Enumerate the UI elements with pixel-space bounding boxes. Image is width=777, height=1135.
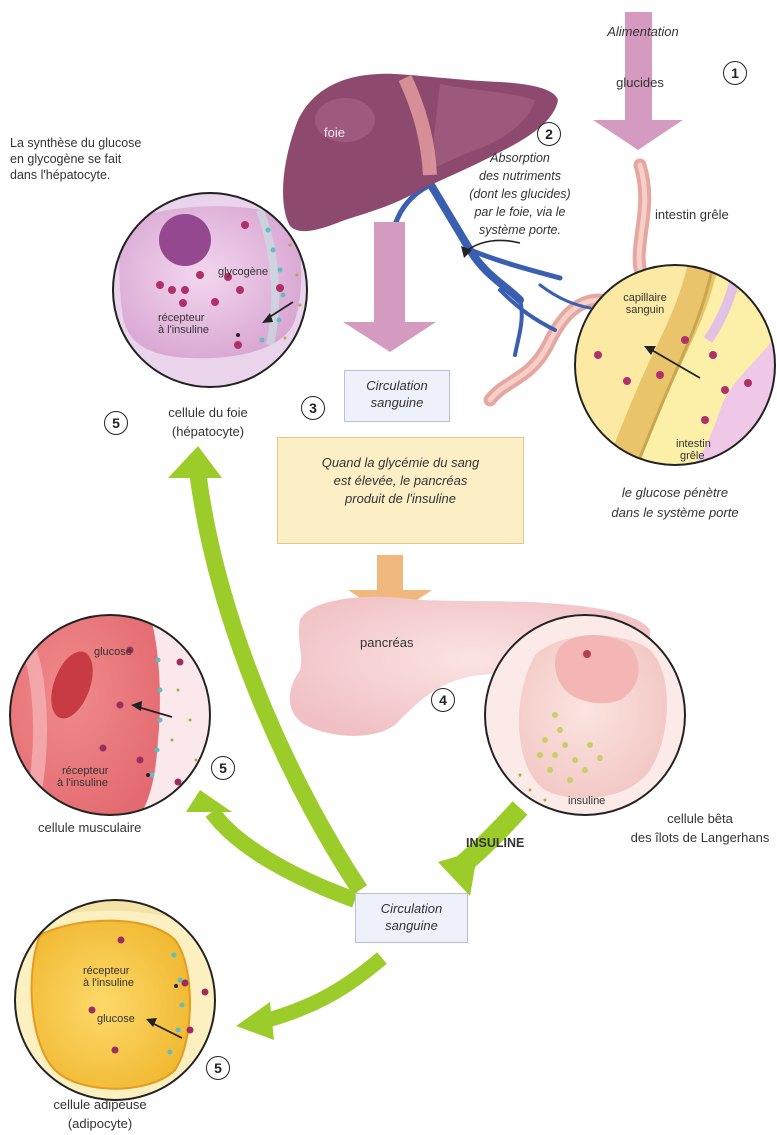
label-cellule-adipeuse-2: (adipocyte) <box>35 1116 165 1132</box>
label-absorption-4: par le foie, via le <box>455 204 585 220</box>
label-absorption-1: Absorption <box>455 150 585 166</box>
label-cellule-musculaire: cellule musculaire <box>38 820 141 836</box>
label-glycogene: glycogène <box>218 266 268 278</box>
beta-cell-zoom <box>485 615 685 815</box>
label-pancreas: pancréas <box>360 635 413 651</box>
glycemie-line-1: Quand la glycémie du sang <box>278 454 523 472</box>
step-3-badge: 3 <box>301 396 325 420</box>
label-insuline-small: insuline <box>568 795 605 807</box>
glycemie-box: Quand la glycémie du sang est élevée, le… <box>277 437 524 544</box>
label-intestin-grele-zoom-2: grêle <box>680 450 704 462</box>
label-cellule-adipeuse-1: cellule adipeuse <box>35 1097 165 1113</box>
label-recepteur-adipo-1: récepteur <box>83 965 129 977</box>
step-5-badge-muscle: 5 <box>211 756 235 780</box>
label-glucose-penetre-1: le glucose pénètre <box>585 485 765 501</box>
intestine-zoom <box>560 255 777 470</box>
label-cellule-beta-1: cellule bêta <box>620 811 777 827</box>
label-glucose-muscle: glucose <box>94 646 132 658</box>
label-absorption-5: système porte. <box>455 222 585 238</box>
adipocyte-zoom <box>15 900 215 1100</box>
label-absorption-3: (dont les glucides) <box>455 186 585 202</box>
label-cellule-foie-2: (hépatocyte) <box>148 424 268 440</box>
muscle-cell-zoom <box>10 615 210 815</box>
circulation-bottom-line-1: Circulation <box>356 900 467 917</box>
label-cellule-beta-2: des îlots de Langerhans <box>620 830 777 846</box>
glycemie-line-3: produit de l'insuline <box>278 490 523 508</box>
liver-cell-zoom <box>110 190 310 390</box>
step-2-badge: 2 <box>537 122 561 146</box>
label-recepteur-muscle-2: à l'insuline <box>57 777 108 789</box>
label-absorption-2: des nutriments <box>455 168 585 184</box>
label-synthese-2: en glycogène se fait <box>10 151 121 167</box>
step-5-badge-liver: 5 <box>104 411 128 435</box>
glycemie-line-2: est élevée, le pancréas <box>278 472 523 490</box>
circulation-bottom-line-2: sanguine <box>356 917 467 934</box>
label-glucides: glucides <box>595 75 685 91</box>
arrow-liver-down <box>343 222 436 352</box>
label-synthese-1: La synthèse du glucose <box>10 135 141 151</box>
label-capillaire-1: capillaire <box>610 292 680 304</box>
label-cellule-foie-1: cellule du foie <box>148 405 268 421</box>
label-alimentation: Alimentation <box>588 24 698 40</box>
label-synthese-3: dans l'hépatocyte. <box>10 167 110 183</box>
label-recepteur-adipo-2: à l'insuline <box>83 977 134 989</box>
label-foie: foie <box>324 125 345 141</box>
label-insuline-arrow: INSULINE <box>466 835 524 851</box>
step-5-badge-adipo: 5 <box>206 1056 230 1080</box>
label-intestin-grele-zoom-1: intestin <box>676 438 711 450</box>
circulation-top-line-1: Circulation <box>345 377 449 394</box>
label-recepteur-foie-1: récepteur <box>158 312 204 324</box>
label-glucose-adipo: glucose <box>97 1013 135 1025</box>
label-recepteur-muscle-1: récepteur <box>62 765 108 777</box>
circulation-top-line-2: sanguine <box>345 394 449 411</box>
label-recepteur-foie-2: à l'insuline <box>158 324 209 336</box>
step-4-badge: 4 <box>431 688 455 712</box>
label-intestin-grele: intestin grêle <box>655 207 729 223</box>
circulation-box-top: Circulation sanguine <box>344 370 450 422</box>
circulation-box-bottom: Circulation sanguine <box>355 893 468 943</box>
label-capillaire-2: sanguin <box>610 304 680 316</box>
step-1-badge: 1 <box>723 61 747 85</box>
label-glucose-penetre-2: dans le système porte <box>585 505 765 521</box>
